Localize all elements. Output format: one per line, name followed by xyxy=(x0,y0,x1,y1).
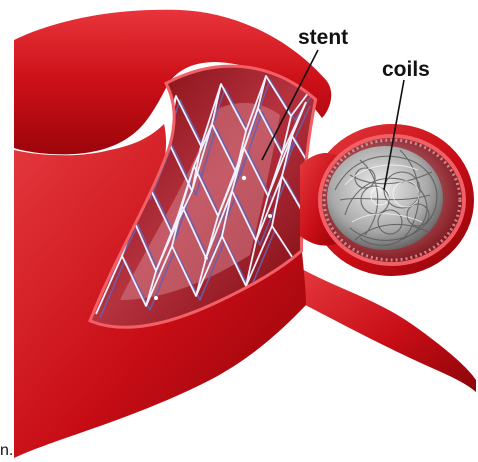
stent-label: stent xyxy=(298,26,348,49)
coil-mass xyxy=(327,146,443,250)
lower-branch-vessel xyxy=(296,268,476,392)
coils-label: coils xyxy=(382,58,430,81)
edge-text-fragment: n. xyxy=(0,443,12,459)
